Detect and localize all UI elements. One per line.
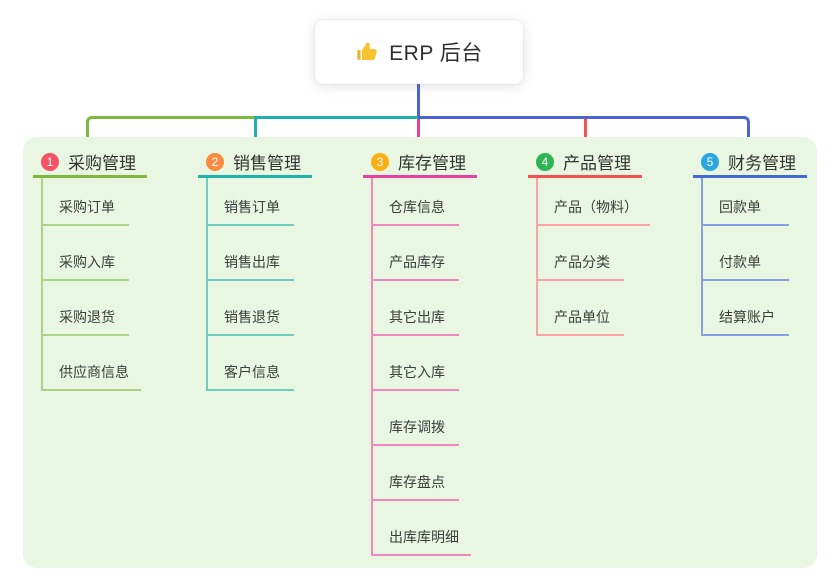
- branch: 4 产品管理 产品（物料） 产品分类产品单位: [528, 148, 688, 336]
- branch-title: 销售管理: [233, 154, 301, 173]
- child-node[interactable]: 产品库存: [373, 226, 459, 281]
- child-node[interactable]: 仓库信息: [373, 178, 459, 226]
- thumbs-up-icon: [355, 40, 379, 64]
- root-node-title: ERP 后台: [389, 42, 483, 65]
- child-node[interactable]: 库存调拨: [373, 391, 459, 446]
- branch: 1 采购管理 采购订单采购入库采购退货供应商信息: [33, 148, 193, 391]
- branch-badge: 3: [371, 152, 389, 171]
- child-node[interactable]: 其它出库: [373, 281, 459, 336]
- root-node[interactable]: ERP 后台: [315, 20, 523, 84]
- branch-badge: 4: [536, 152, 554, 171]
- child-node[interactable]: 产品（物料）: [538, 178, 650, 226]
- child-node-label: 库存盘点: [389, 474, 445, 490]
- child-node-label: 仓库信息: [389, 199, 445, 215]
- child-node-label: 销售订单: [224, 199, 280, 215]
- branch-header[interactable]: 3 库存管理: [363, 148, 477, 178]
- child-node-label: 其它出库: [389, 309, 445, 325]
- child-node-label: 销售退货: [224, 309, 280, 325]
- branches-panel: [23, 137, 817, 568]
- child-node[interactable]: 产品单位: [538, 281, 624, 336]
- child-node[interactable]: 采购入库: [43, 226, 129, 281]
- child-node-label: 付款单: [719, 254, 761, 270]
- child-node-label: 产品单位: [554, 309, 610, 325]
- child-node-label: 供应商信息: [59, 364, 129, 380]
- child-node-label: 采购入库: [59, 254, 115, 270]
- child-node-label: 回款单: [719, 199, 761, 215]
- branch: 3 库存管理 仓库信息产品库存其它出库其它入库库存调拨库存盘点出库库明细: [363, 148, 523, 556]
- child-node[interactable]: 客户信息: [208, 336, 294, 391]
- child-node[interactable]: 付款单: [703, 226, 789, 281]
- child-node-label: 结算账户: [719, 309, 775, 325]
- child-node[interactable]: 产品分类: [538, 226, 624, 281]
- child-node[interactable]: 结算账户: [703, 281, 789, 336]
- child-node-label: 产品库存: [389, 254, 445, 270]
- child-node[interactable]: 销售退货: [208, 281, 294, 336]
- connector-trunk: [417, 84, 420, 119]
- child-node-label: 产品分类: [554, 254, 610, 270]
- branch-children: 采购订单采购入库采购退货供应商信息: [41, 178, 193, 391]
- child-node[interactable]: 供应商信息: [43, 336, 141, 391]
- child-node-label: 采购退货: [59, 309, 115, 325]
- branch-children: 仓库信息产品库存其它出库其它入库库存调拨库存盘点出库库明细: [371, 178, 523, 556]
- child-node[interactable]: 销售订单: [208, 178, 294, 226]
- branch-title: 采购管理: [68, 154, 136, 173]
- child-node[interactable]: 采购退货: [43, 281, 129, 336]
- branch-children: 销售订单销售出库销售退货客户信息: [206, 178, 358, 391]
- branch-badge: 1: [41, 152, 59, 171]
- branch-title: 库存管理: [398, 154, 466, 173]
- child-node[interactable]: 采购订单: [43, 178, 129, 226]
- branch-header[interactable]: 2 销售管理: [198, 148, 312, 178]
- branch-header[interactable]: 4 产品管理: [528, 148, 642, 178]
- child-node[interactable]: 库存盘点: [373, 446, 459, 501]
- child-node-label: 出库库明细: [389, 529, 459, 545]
- branch: 5 财务管理 回款单付款单结算账户: [693, 148, 839, 336]
- child-node-label: 销售出库: [224, 254, 280, 270]
- branch-header[interactable]: 1 采购管理: [33, 148, 147, 178]
- branch-children: 回款单付款单结算账户: [701, 178, 839, 336]
- child-node-label: 采购订单: [59, 199, 115, 215]
- child-node[interactable]: 出库库明细: [373, 501, 471, 556]
- child-node-label: 产品（物料）: [554, 199, 638, 215]
- child-node-label: 库存调拨: [389, 419, 445, 435]
- branch-badge: 5: [701, 152, 719, 171]
- child-node-label: 其它入库: [389, 364, 445, 380]
- child-node[interactable]: 其它入库: [373, 336, 459, 391]
- branch-header[interactable]: 5 财务管理: [693, 148, 807, 178]
- branch-badge: 2: [206, 152, 224, 171]
- branch: 2 销售管理 销售订单销售出库销售退货客户信息: [198, 148, 358, 391]
- child-node[interactable]: 销售出库: [208, 226, 294, 281]
- branch-title: 财务管理: [728, 154, 796, 173]
- child-node[interactable]: 回款单: [703, 178, 789, 226]
- branch-children: 产品（物料） 产品分类产品单位: [536, 178, 688, 336]
- child-node-label: 客户信息: [224, 364, 280, 380]
- branch-title: 产品管理: [563, 154, 631, 173]
